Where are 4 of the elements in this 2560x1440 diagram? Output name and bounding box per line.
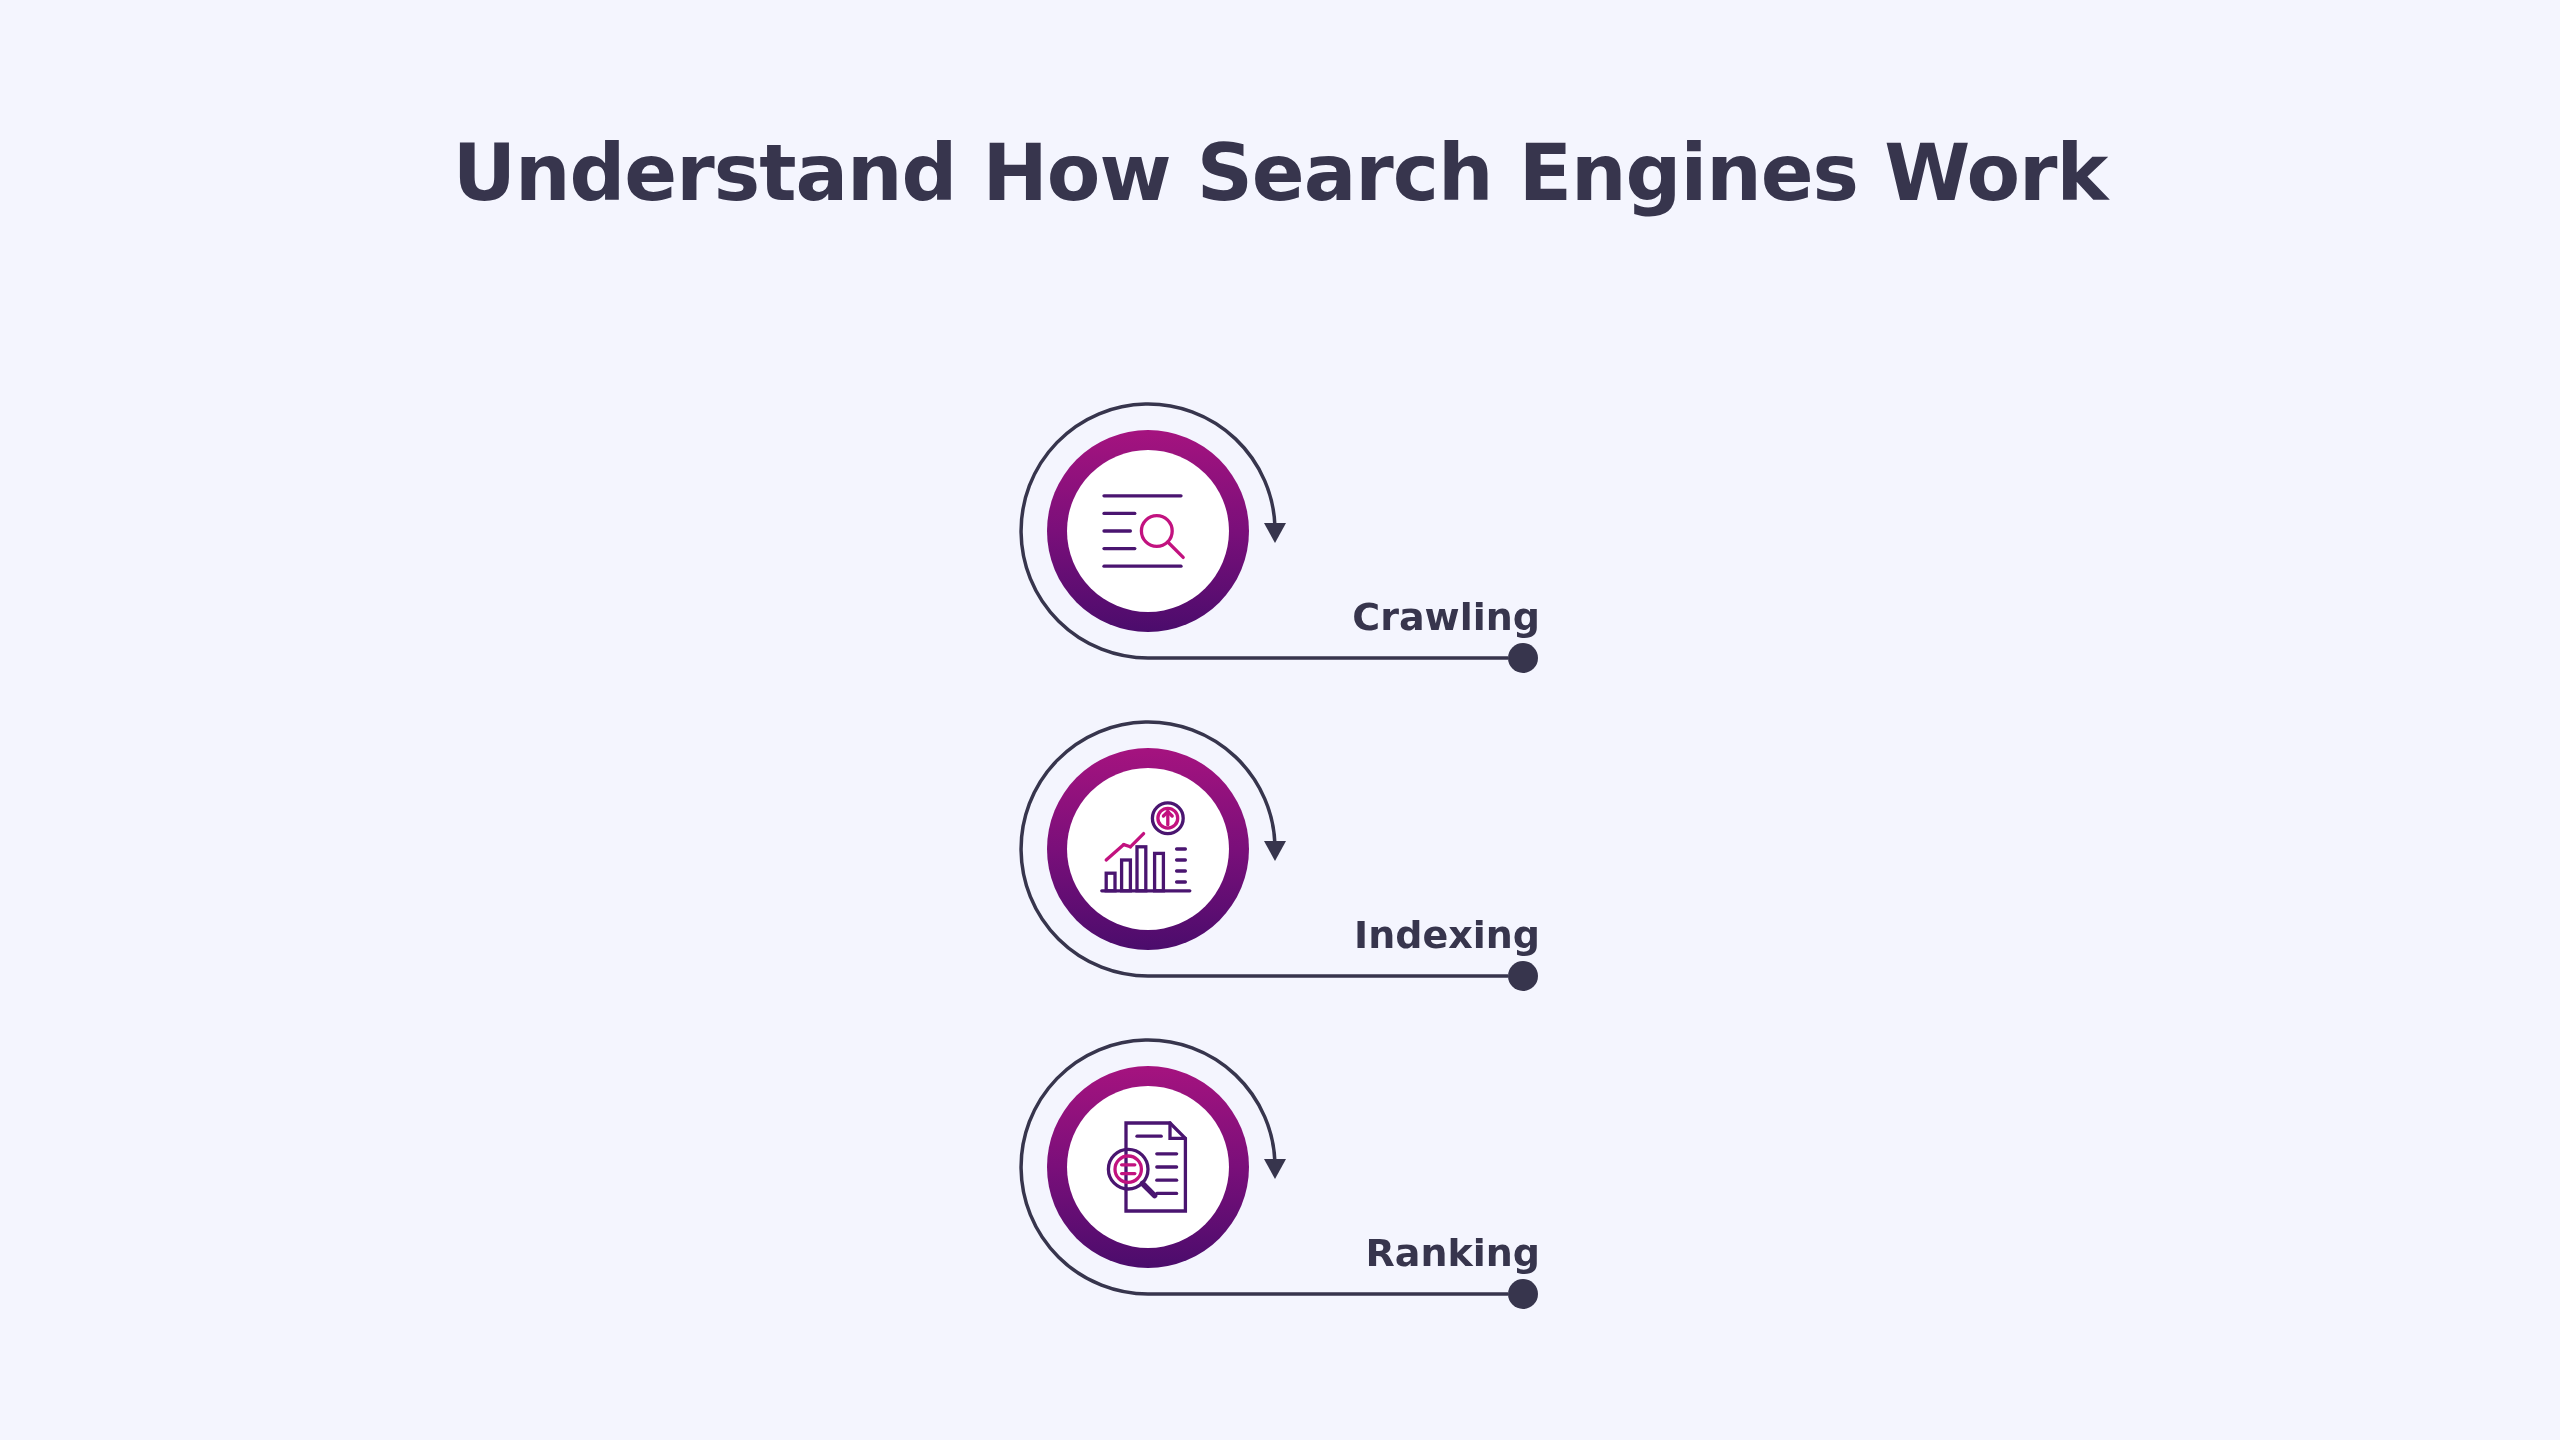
step-label: Crawling <box>1352 595 1540 639</box>
title: Understand How Search Engines Work <box>451 128 2111 218</box>
step-label: Ranking <box>1365 1231 1540 1275</box>
step-label: Indexing <box>1354 913 1540 957</box>
